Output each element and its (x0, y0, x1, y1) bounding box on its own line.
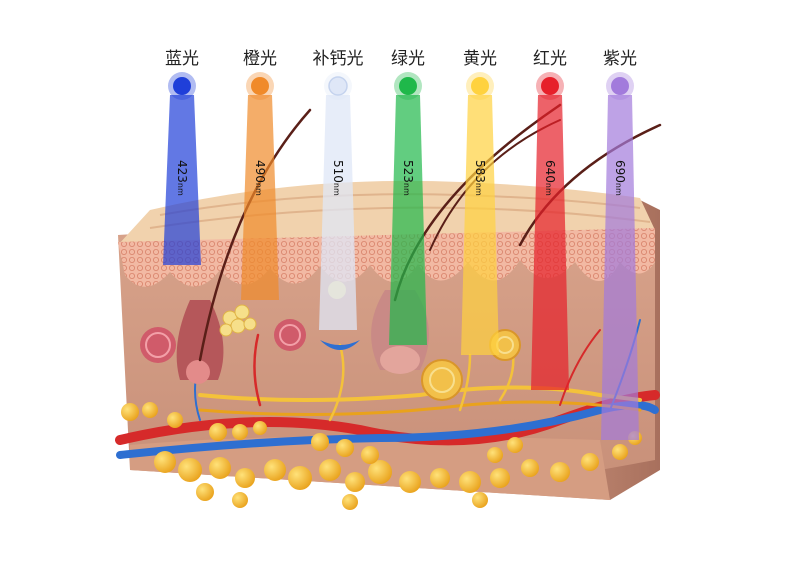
red-wavelength-label: 640nm (543, 160, 557, 196)
blue-wavelength-unit: nm (176, 183, 185, 196)
purple-light-beam (601, 95, 639, 440)
red-light-beam (531, 95, 569, 390)
orange-light-label: 橙光 (243, 49, 277, 69)
green-wavelength-value: 523 (401, 160, 415, 183)
orange-light-source-icon (251, 77, 269, 95)
green-wavelength-unit: nm (402, 183, 411, 196)
yellow-wavelength-unit: nm (474, 183, 483, 196)
yellow-wavelength-value: 583 (473, 160, 487, 183)
yellow-wavelength-label: 583nm (473, 160, 487, 196)
red-wavelength-unit: nm (544, 183, 553, 196)
fat-cells (121, 402, 642, 510)
red-light-source-icon (541, 77, 559, 95)
blue-wavelength-label: 423nm (175, 160, 189, 196)
purple-wavelength-unit: nm (614, 183, 623, 196)
calcium-wavelength-label: 510nm (331, 160, 345, 196)
blue-light-label: 蓝光 (165, 49, 199, 69)
purple-wavelength-label: 690nm (613, 160, 627, 196)
orange-wavelength-label: 490nm (253, 160, 267, 196)
calcium-wavelength-value: 510 (331, 160, 345, 183)
orange-wavelength-unit: nm (254, 183, 263, 196)
calcium-light-source-icon (328, 76, 348, 96)
green-light-source-icon (399, 77, 417, 95)
green-light-beam (389, 95, 427, 345)
blue-wavelength-value: 423 (175, 160, 189, 183)
orange-light-beam (241, 95, 279, 300)
calcium-light-label: 补钙光 (313, 49, 364, 69)
yellow-light-label: 黄光 (463, 49, 497, 69)
purple-wavelength-value: 690 (613, 160, 627, 183)
orange-wavelength-value: 490 (253, 160, 267, 183)
red-wavelength-value: 640 (543, 160, 557, 183)
green-light-label: 绿光 (391, 49, 425, 69)
purple-light-source-icon (611, 77, 629, 95)
light-beams (163, 95, 639, 440)
calcium-light-beam (319, 95, 357, 330)
blue-light-source-icon (173, 77, 191, 95)
green-wavelength-label: 523nm (401, 160, 415, 196)
yellow-light-source-icon (471, 77, 489, 95)
yellow-light-beam (461, 95, 499, 355)
purple-light-label: 紫光 (603, 49, 637, 69)
calcium-wavelength-unit: nm (332, 183, 341, 196)
red-light-label: 红光 (533, 49, 567, 69)
blue-light-beam (163, 95, 201, 265)
light-labels: 蓝光423nm橙光490nm补钙光510nm绿光523nm黄光583nm红光64… (165, 49, 637, 196)
